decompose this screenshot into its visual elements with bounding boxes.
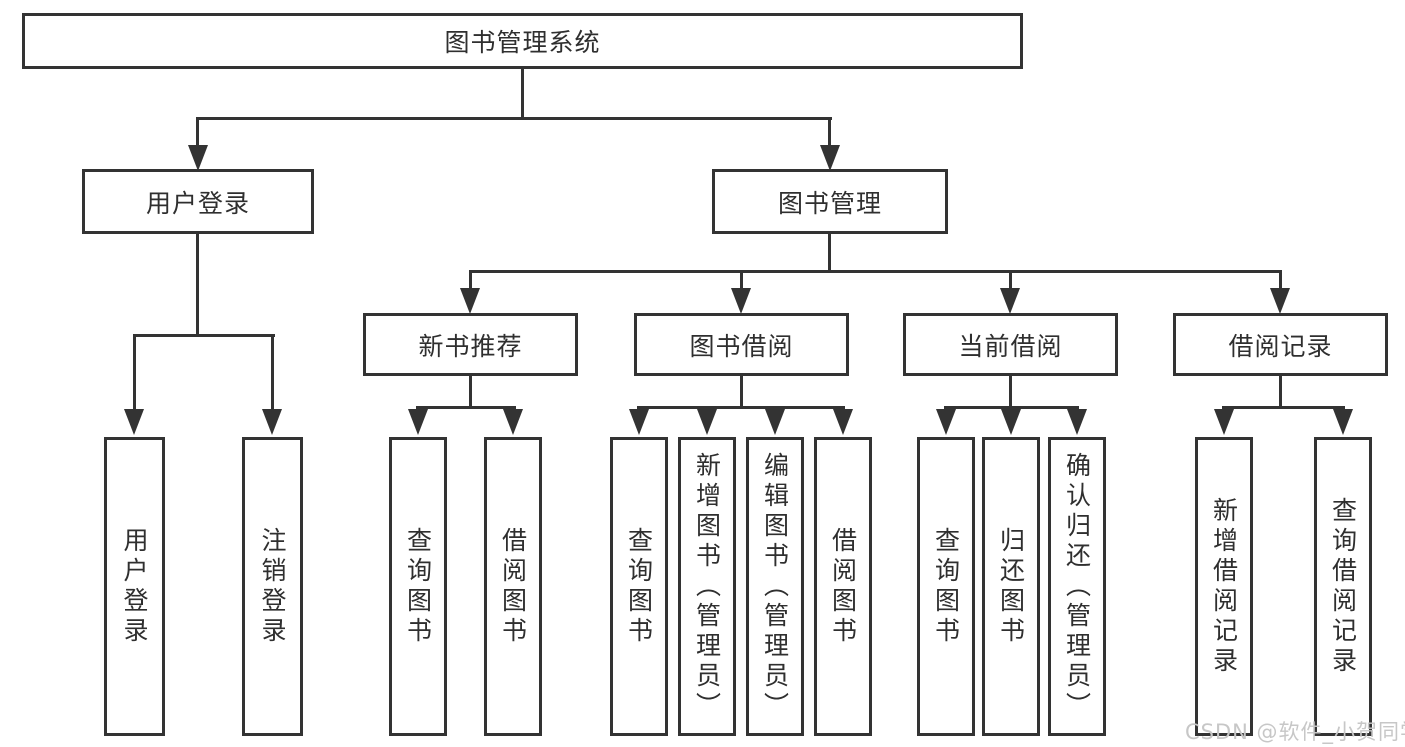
connector-newrec-bar — [416, 406, 516, 409]
arrowhead-to-borrow-borrow — [833, 409, 853, 435]
arrowhead-to-records-add — [1214, 409, 1234, 435]
arrowhead-to-borrow-edit — [765, 409, 785, 435]
leaf-current-return-books: 归还图书 — [982, 437, 1040, 736]
arrowhead-to-user-login — [188, 145, 208, 171]
connector-current-stem — [1009, 376, 1012, 408]
arrowhead-to-book-management — [820, 145, 840, 171]
leaf-records-add-record: 新增借阅记录 — [1195, 437, 1253, 736]
connector-drop-current — [1009, 273, 1012, 290]
leaf-newrec-borrow-books: 借阅图书 — [484, 437, 542, 736]
leaf-records-query-record: 查询借阅记录 — [1314, 437, 1372, 736]
connector-drop-newrec — [469, 273, 472, 290]
arrowhead-to-current-confirm — [1067, 409, 1087, 435]
connector-user-bar — [133, 334, 275, 337]
connector-drop-records — [1279, 273, 1282, 290]
arrowhead-to-current-query — [936, 409, 956, 435]
leaf-borrow-add-books-admin: 新增图书（管理员） — [678, 437, 736, 736]
leaf-current-confirm-return-admin: 确认归还（管理员） — [1048, 437, 1106, 736]
connector-borrowing-stem — [740, 376, 743, 408]
arrowhead-to-records — [1270, 288, 1290, 314]
connector-book-stem — [828, 234, 831, 272]
arrowhead-to-newrec-query — [408, 409, 428, 435]
arrowhead-to-leaf-logout — [262, 409, 282, 435]
arrowhead-to-newrec-borrow — [503, 409, 523, 435]
leaf-borrow-edit-books-admin: 编辑图书（管理员） — [746, 437, 804, 736]
node-book-management-system: 图书管理系统 — [22, 13, 1023, 69]
arrowhead-to-newrec — [460, 288, 480, 314]
leaf-user-login: 用户登录 — [104, 437, 165, 736]
leaf-newrec-query-books: 查询图书 — [389, 437, 447, 736]
connector-drop-user-login — [196, 120, 199, 147]
connector-current-bar — [944, 406, 1079, 409]
arrowhead-to-borrowing — [731, 288, 751, 314]
connector-root-stem — [521, 69, 524, 119]
leaf-current-query-books: 查询图书 — [917, 437, 975, 736]
connector-book-bar — [469, 270, 1282, 273]
leaf-borrow-borrow-books: 借阅图书 — [814, 437, 872, 736]
arrowhead-to-records-query — [1333, 409, 1353, 435]
connector-drop-book-management — [828, 120, 831, 147]
connector-records-stem — [1279, 376, 1282, 408]
node-current-borrowing: 当前借阅 — [903, 313, 1118, 376]
arrowhead-to-leaf-login — [124, 409, 144, 435]
node-book-borrowing: 图书借阅 — [634, 313, 849, 376]
connector-newrec-stem — [469, 376, 472, 408]
node-book-management: 图书管理 — [712, 169, 948, 234]
node-user-login: 用户登录 — [82, 169, 314, 234]
leaf-borrow-query-books: 查询图书 — [610, 437, 668, 736]
leaf-logout: 注销登录 — [242, 437, 303, 736]
arrowhead-to-current — [1000, 288, 1020, 314]
connector-borrowing-bar — [637, 406, 845, 409]
connector-user-stem — [196, 234, 199, 337]
connector-records-bar — [1222, 406, 1345, 409]
watermark: CSDN @软件_小贺同学 — [1185, 720, 1405, 744]
connector-drop-leaf-login — [133, 337, 136, 411]
node-new-book-recommendation: 新书推荐 — [363, 313, 578, 376]
arrowhead-to-borrow-add — [697, 409, 717, 435]
connector-drop-leaf-logout — [271, 337, 274, 411]
arrowhead-to-current-return — [1001, 409, 1021, 435]
arrowhead-to-borrow-query — [629, 409, 649, 435]
node-borrowing-records: 借阅记录 — [1173, 313, 1388, 376]
connector-root-bar — [196, 117, 832, 120]
connector-drop-borrowing — [740, 273, 743, 290]
